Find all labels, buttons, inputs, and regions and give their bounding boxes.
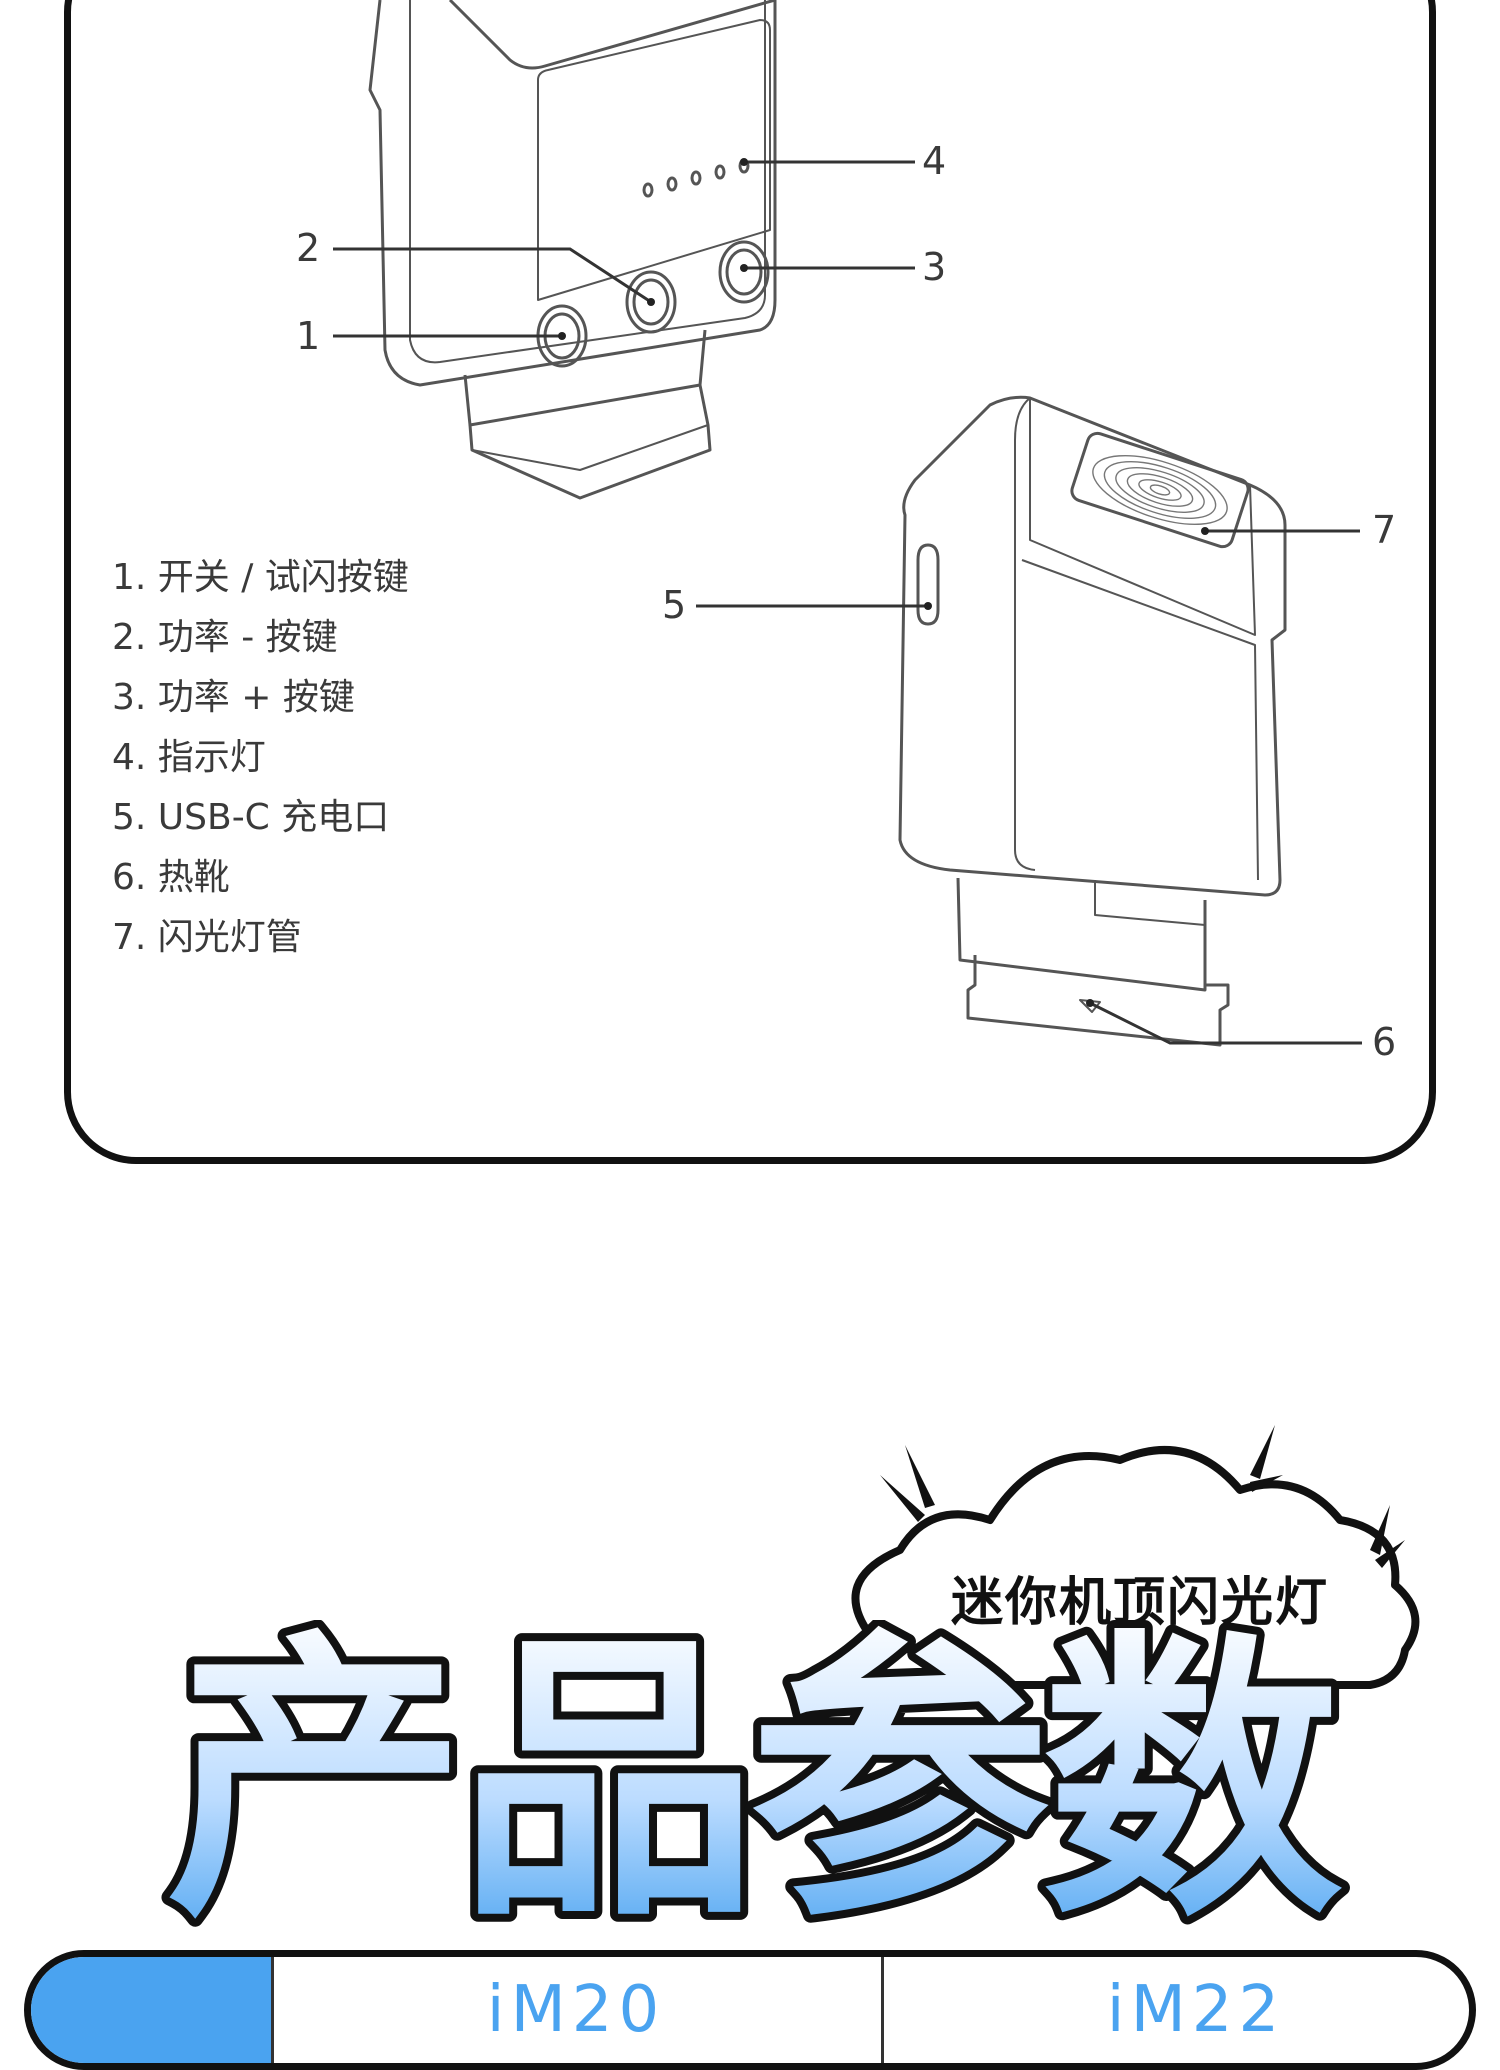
button-plus	[718, 240, 770, 304]
flash-back-body	[368, 0, 777, 387]
indicator-dot	[714, 164, 726, 180]
legend-item: 3. 功率 + 按键	[112, 677, 355, 718]
section-title-text: 产品参数	[166, 1620, 1342, 1940]
callout-label-4: 4	[922, 139, 947, 183]
callout-label-2: 2	[296, 226, 321, 270]
back-hotshoe	[463, 329, 707, 427]
callout-label-1: 1	[296, 314, 321, 358]
cloud-shape	[851, 1446, 1420, 1689]
flash-tube-outline	[1070, 431, 1250, 549]
indicator-dot	[690, 170, 702, 186]
subtitle-cloud	[851, 1425, 1420, 1689]
indicator-dot	[642, 182, 654, 198]
button-plus-inner	[725, 248, 763, 296]
back-hotshoe-base	[468, 384, 712, 500]
legend-item: 2. 功率 - 按键	[112, 617, 338, 658]
flash-back-panel	[409, 0, 766, 364]
burst-icon	[880, 1425, 1405, 1568]
front-hotshoe	[956, 877, 1207, 992]
callout-label-7: 7	[1372, 508, 1397, 552]
spec-corner-cell	[31, 1957, 271, 2063]
front-hotshoe-foot	[966, 955, 1230, 1047]
product-diagram	[333, 0, 1362, 1047]
callout-line-6	[1089, 1001, 1362, 1045]
model-column-header: iM22	[1106, 1973, 1286, 2047]
flash-front-face	[1014, 397, 1036, 871]
product-subtitle: 迷你机顶闪光灯	[950, 1573, 1329, 1633]
legend-item: 5. USB-C 充电口	[112, 797, 390, 838]
callout-label-6: 6	[1372, 1020, 1397, 1064]
diagram-card	[64, 0, 1436, 1164]
indicator-dot	[666, 176, 678, 192]
flash-front-lower	[1021, 559, 1259, 881]
flash-front-body	[898, 395, 1287, 897]
section-title: 产品参数	[158, 1620, 1358, 1940]
callout-label-3: 3	[922, 245, 947, 289]
callout-line-2	[333, 247, 652, 304]
spec-table-header: iM20 iM22	[24, 1950, 1476, 2070]
flash-back-bevel	[448, 0, 776, 70]
button-minus-inner	[632, 278, 670, 326]
callout-label-5: 5	[662, 583, 687, 627]
legend-item: 7. 闪光灯管	[112, 917, 302, 958]
legend-list: 1. 开关 / 试闪按键 2. 功率 - 按键 3. 功率 + 按键 4. 指示…	[112, 548, 409, 968]
usb-port	[916, 543, 940, 626]
column-divider	[881, 1957, 884, 2063]
flash-back-display	[537, 19, 771, 301]
column-divider	[271, 1957, 274, 2063]
legend-item: 1. 开关 / 试闪按键	[112, 557, 409, 598]
button-minus	[625, 270, 677, 334]
legend-item: 6. 热靴	[112, 857, 230, 898]
legend-item: 4. 指示灯	[112, 737, 266, 778]
flash-front-head	[1029, 397, 1256, 636]
model-column-header: iM20	[486, 1973, 666, 2047]
